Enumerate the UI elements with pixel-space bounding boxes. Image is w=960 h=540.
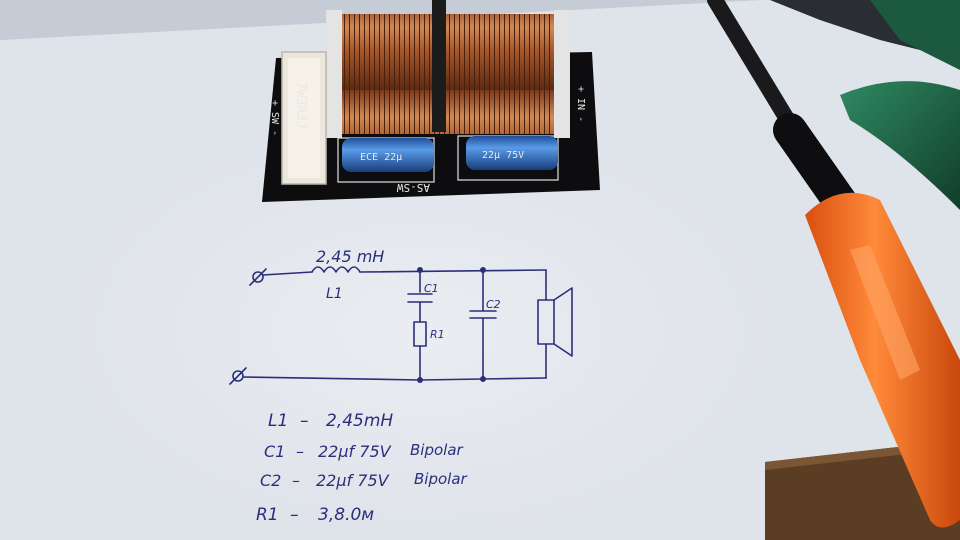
svg-text:22µf 75V: 22µf 75V xyxy=(318,442,392,461)
svg-text:22µf 75V: 22µf 75V xyxy=(316,471,390,490)
capacitor-left: ECE 22µ xyxy=(342,138,434,172)
zip-tie xyxy=(432,0,446,132)
plier-handle xyxy=(840,81,960,210)
c2-ref-label: C2 xyxy=(486,298,501,311)
capacitor-right: 22µ 75V xyxy=(466,136,558,170)
svg-text:Bipolar: Bipolar xyxy=(414,470,468,488)
note-line: R1 – 3,8.0м xyxy=(256,505,374,525)
svg-text:ECE 22µ: ECE 22µ xyxy=(360,152,402,163)
note-line: L1 – 2,45mH xyxy=(268,411,393,431)
c1-ref-label: C1 xyxy=(424,282,439,295)
light-glare xyxy=(60,120,780,540)
svg-text:2,45mH: 2,45mH xyxy=(326,411,393,431)
input-terminal-top xyxy=(252,271,264,283)
inductor-coil xyxy=(333,14,563,134)
pcb-label: AS-SW xyxy=(397,181,430,194)
coil-bobbin-right xyxy=(554,10,570,138)
input-terminal-bottom xyxy=(232,370,244,382)
svg-text:–: – xyxy=(300,411,309,431)
svg-text:R1: R1 xyxy=(256,505,279,525)
component-notes: L1 – 2,45mH C1 – 22µf 75V Bipolar C2 – 2… xyxy=(256,411,468,525)
svg-text:22µ 75V: 22µ 75V xyxy=(482,150,524,161)
note-line: C1 – 22µf 75V Bipolar xyxy=(264,441,464,461)
svg-text:–: – xyxy=(290,505,299,525)
svg-text:–: – xyxy=(296,442,304,461)
svg-text:–: – xyxy=(292,471,300,490)
note-line: C2 – 22µf 75V Bipolar xyxy=(260,470,468,490)
svg-text:Bipolar: Bipolar xyxy=(410,441,464,459)
l1-symbol xyxy=(311,266,361,273)
svg-text:L1: L1 xyxy=(268,411,288,431)
svg-text:C2: C2 xyxy=(260,471,281,490)
right-terminal-label: + IN - xyxy=(575,86,586,122)
svg-text:C1: C1 xyxy=(264,442,285,461)
l1-value-label: 2,45 mH xyxy=(316,247,384,266)
crossover-board: 7W3R3J + SW - + IN - ECE 22µ 22µ 75V AS-… xyxy=(262,0,600,202)
screwdriver-handle xyxy=(805,192,960,528)
r1-ref-label: R1 xyxy=(430,328,445,341)
svg-text:3,8.0м: 3,8.0м xyxy=(318,505,374,525)
screwdriver xyxy=(707,0,960,528)
l1-ref-label: L1 xyxy=(326,286,343,302)
ceramic-resistor: 7W3R3J xyxy=(281,51,327,185)
coil-bobbin-left xyxy=(326,10,342,138)
schematic xyxy=(229,266,573,385)
resistor-marking: 7W3R3J xyxy=(293,82,308,129)
left-terminal-label: + SW - xyxy=(269,100,280,136)
pliers xyxy=(770,0,960,210)
